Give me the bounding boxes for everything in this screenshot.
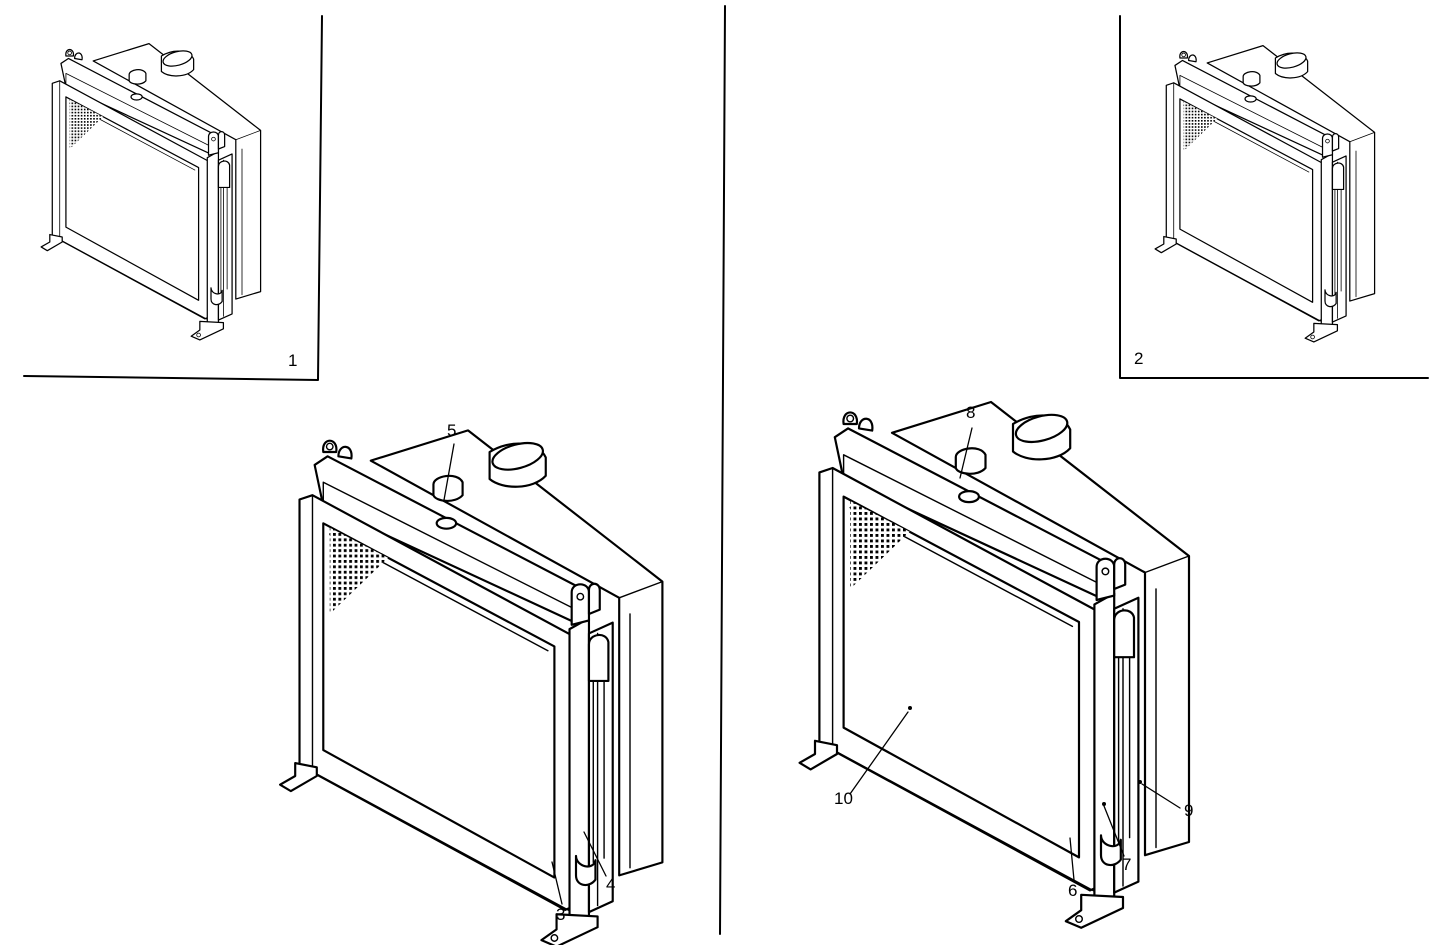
callout-6: 6 [1068, 881, 1078, 900]
callout-8: 8 [966, 403, 976, 422]
leader-10 [849, 711, 909, 795]
panel-label-1: 1 [288, 351, 298, 370]
leader-4 [583, 831, 607, 877]
panel-1-border [23, 15, 323, 381]
radiator-small-right [1154, 44, 1376, 343]
radiator-large-left [278, 429, 664, 948]
leader-9 [1141, 783, 1181, 809]
callout-10: 10 [834, 789, 853, 808]
leader-7 [1103, 805, 1125, 857]
center-divider-line [719, 5, 726, 935]
radiator-large-right [798, 400, 1191, 929]
leader-5 [443, 443, 455, 501]
callout-5: 5 [447, 421, 457, 440]
radiator-small-left [40, 42, 262, 341]
leader-6 [1069, 837, 1075, 881]
callout-9: 9 [1184, 801, 1194, 820]
leader-lines [443, 427, 1181, 905]
callout-3: 3 [556, 905, 566, 924]
callout-4: 4 [606, 875, 616, 894]
callout-7: 7 [1122, 855, 1132, 874]
panel-label-2: 2 [1134, 349, 1144, 368]
panel-2-border [1119, 15, 1429, 379]
leader-3 [551, 861, 563, 905]
leader-8 [959, 427, 973, 479]
